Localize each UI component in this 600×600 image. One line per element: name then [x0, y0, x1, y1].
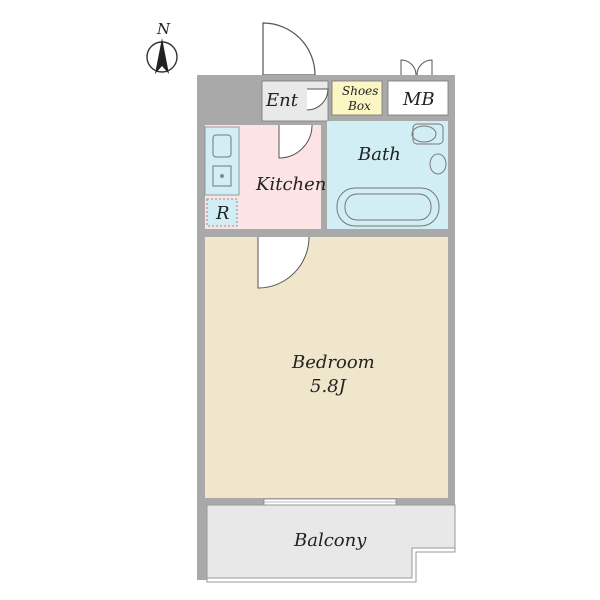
bedroom-label: Bedroom: [291, 352, 375, 373]
bedroom-size-label: 5.8J: [310, 376, 348, 397]
entrance-door-arc: [262, 22, 316, 76]
compass: N: [146, 20, 178, 74]
sink-icon: [212, 165, 232, 187]
bath-floor: [327, 121, 448, 229]
bedroom-door-arc: [257, 236, 310, 289]
compass-label: N: [156, 20, 171, 38]
toilet-bowl-icon: [411, 125, 437, 143]
shoes-box: [331, 80, 383, 116]
refrigerator-label: R: [215, 203, 230, 224]
shoes-box-label-line2: Box: [347, 99, 371, 113]
entrance-label: Ent: [265, 90, 299, 111]
bathtub-icon: [336, 187, 440, 227]
washbasin-icon: [429, 153, 447, 175]
entrance-door: [262, 22, 316, 76]
kitchen-counter: [204, 126, 240, 196]
bath-door-arc: [278, 124, 313, 159]
balcony-railing: [206, 548, 456, 583]
stove-icon: [212, 134, 232, 158]
bath-label: Bath: [357, 144, 401, 165]
shoes-box-label-line1: Shoes: [342, 84, 378, 98]
entrance-inner-door-arc: [306, 88, 329, 111]
refrigerator-space: [206, 198, 238, 227]
meter-box-label: MB: [402, 89, 435, 110]
balcony-label: Balcony: [293, 530, 367, 551]
bedroom-floor: [205, 237, 448, 498]
toilet-tank-icon: [412, 123, 444, 145]
north-arrow-icon: [155, 38, 169, 74]
mb-door: [400, 59, 433, 76]
outer-wall-balcony-side: [197, 505, 207, 580]
kitchen-label: Kitchen: [255, 174, 326, 195]
meter-box: [387, 80, 449, 116]
